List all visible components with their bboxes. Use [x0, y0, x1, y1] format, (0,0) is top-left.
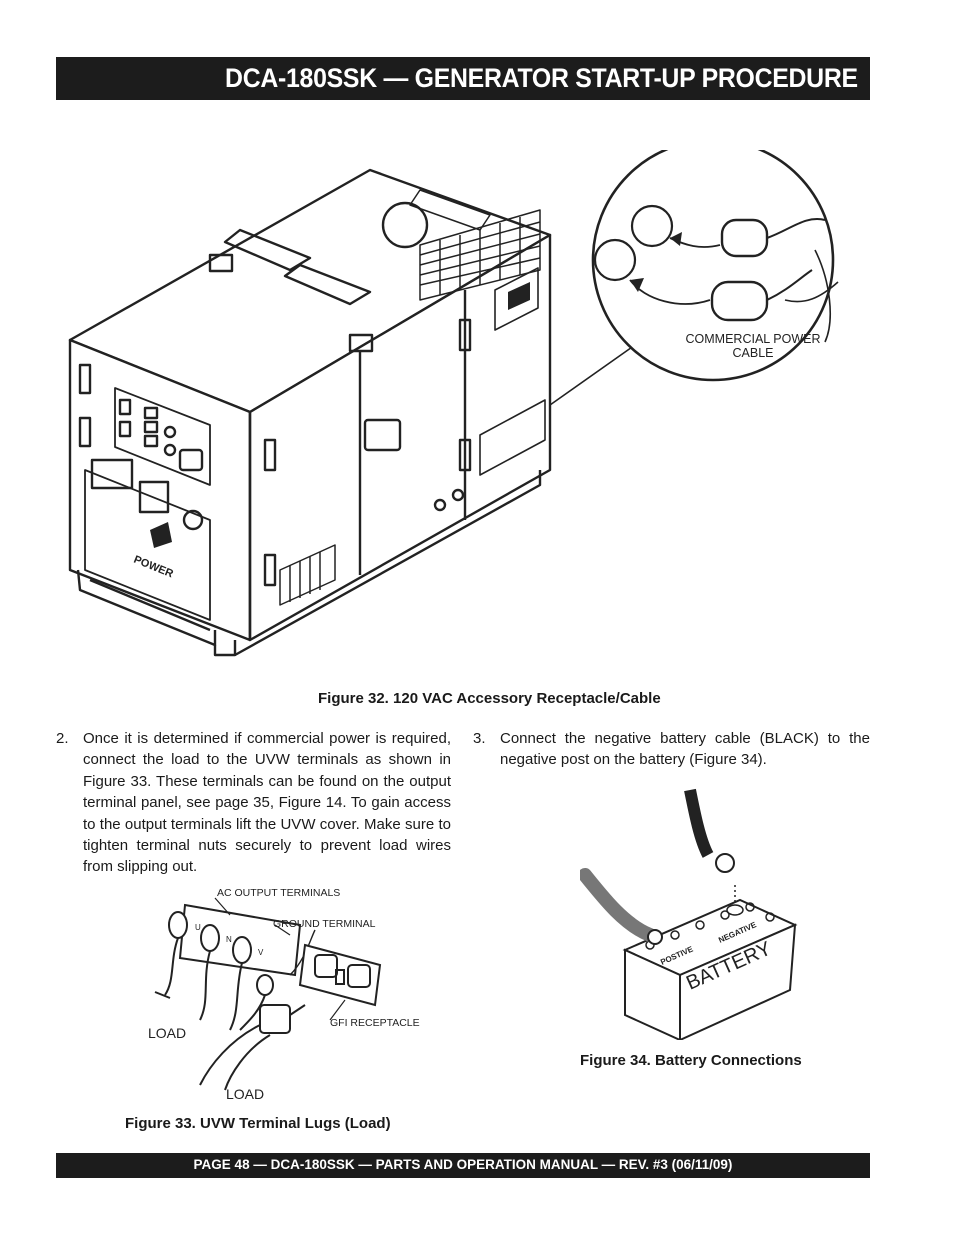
page-title: DCA-180SSK — GENERATOR START-UP PROCEDUR… — [225, 63, 858, 93]
ac-output-label: AC OUTPUT TERMINALS — [217, 887, 340, 899]
step-2-number: 2. — [56, 730, 69, 747]
gfi-receptacle-label: GFI RECEPTACLE — [330, 1017, 420, 1029]
step-2: 2. Once it is determined if commercial p… — [56, 728, 451, 878]
ground-terminal-label: GROUND TERMINAL — [273, 918, 376, 930]
terminal-v-label: V — [258, 948, 264, 957]
generator-figure: POWER COMMERCIAL POWER CABLE — [68, 150, 839, 657]
page-title-bar: DCA-180SSK — GENERATOR START-UP PROCEDUR… — [56, 57, 870, 100]
terminal-n-label: N — [226, 935, 232, 944]
page-footer: PAGE 48 — DCA-180SSK — PARTS AND OPERATI… — [56, 1153, 870, 1178]
uvw-terminal-figure: AC OUTPUT TERMINALS GROUND TERMINAL GFI … — [148, 887, 420, 1102]
battery-figure: BATTERY POSTIVE NEGATIVE — [580, 788, 798, 1040]
callout-label-line2: CABLE — [733, 346, 774, 360]
terminal-u-label: U — [195, 923, 201, 932]
callout-label-line1: COMMERCIAL POWER — [686, 332, 821, 346]
load-label-1: LOAD — [148, 1025, 186, 1041]
step-3-text: Connect the negative battery cable (BLAC… — [500, 730, 870, 769]
figure32-caption: Figure 32. 120 VAC Accessory Receptacle/… — [318, 690, 661, 707]
footer-text: PAGE 48 — DCA-180SSK — PARTS AND OPERATI… — [193, 1157, 733, 1172]
step-3: 3. Connect the negative battery cable (B… — [473, 728, 870, 778]
step-2-text: Once it is determined if commercial powe… — [83, 730, 451, 876]
figure33-caption: Figure 33. UVW Terminal Lugs (Load) — [125, 1115, 391, 1132]
figure34-caption: Figure 34. Battery Connections — [580, 1052, 802, 1069]
step-3-number: 3. — [473, 730, 486, 747]
load-label-2: LOAD — [226, 1086, 264, 1102]
